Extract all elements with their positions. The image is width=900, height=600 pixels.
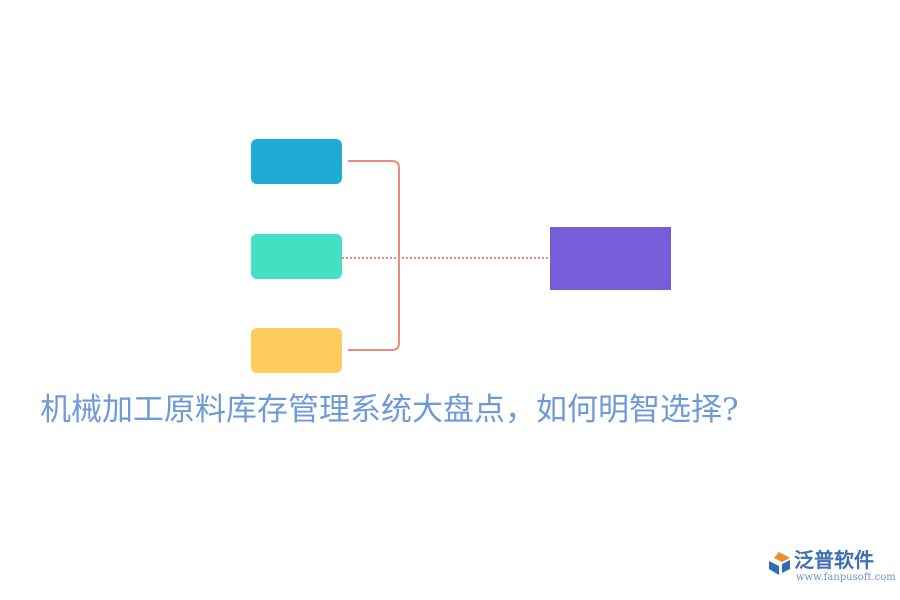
- fanpu-logo-icon: [769, 552, 790, 575]
- diagram-title: 机械加工原料库存管理系统大盘点，如何明智选择?: [40, 392, 739, 428]
- bracket-connector: [348, 160, 400, 351]
- node-blue: [251, 139, 342, 184]
- brand-url: www.fanpusoft.com: [796, 572, 896, 583]
- node-teal: [251, 234, 342, 279]
- brand-name: 泛普软件: [794, 548, 874, 572]
- brand-logo: 泛普软件 www.fanpusoft.com: [766, 548, 896, 588]
- node-purple: [550, 227, 671, 290]
- node-yellow: [251, 328, 342, 373]
